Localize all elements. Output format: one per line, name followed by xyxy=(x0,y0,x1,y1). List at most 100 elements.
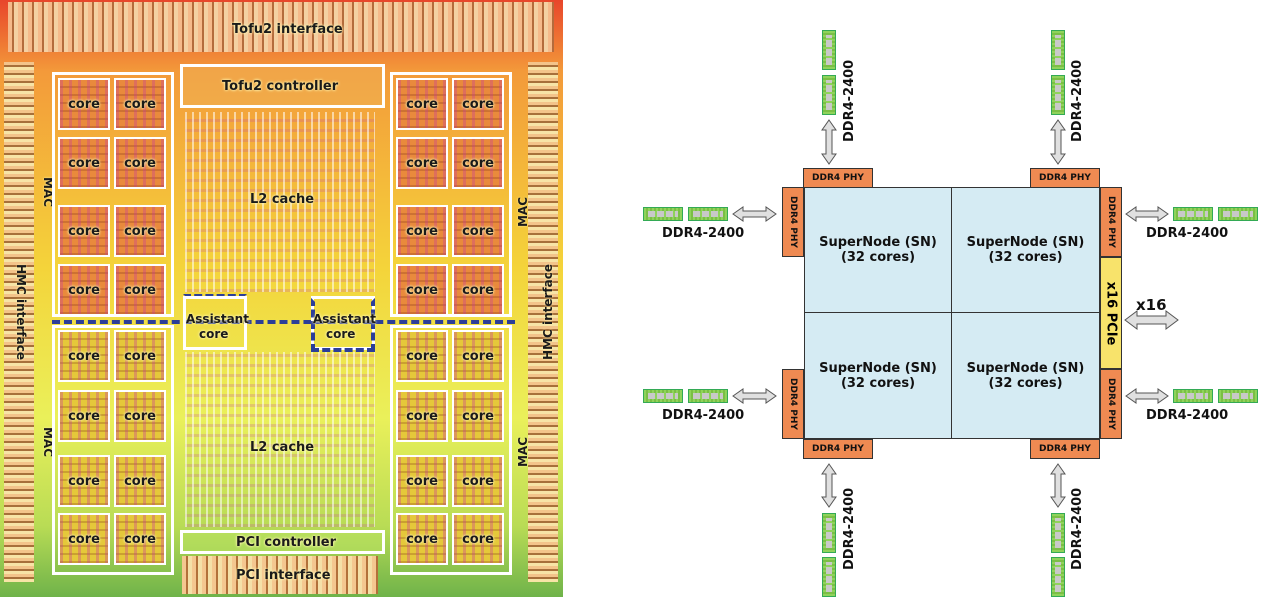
ddr-label-left-upper: DDR4-2400 xyxy=(662,226,745,241)
assistant-core-right-label-2: core xyxy=(326,327,356,341)
pci-interface-label: PCI interface xyxy=(236,568,331,583)
dimm-top-right-2 xyxy=(1051,75,1065,115)
phy-label: DDR4 PHY xyxy=(1106,196,1117,248)
core-label: core xyxy=(406,97,438,112)
assistant-core-right-outline xyxy=(311,298,375,352)
core-tile: core xyxy=(396,78,448,130)
tofu-interface-label: Tofu2 interface xyxy=(232,22,343,37)
core-label: core xyxy=(406,532,438,547)
core-label: core xyxy=(406,474,438,489)
core-label: core xyxy=(68,532,100,547)
core-label: core xyxy=(68,156,100,171)
core-label: core xyxy=(462,283,494,298)
phy-label: DDR4 PHY xyxy=(1106,378,1117,430)
core-tile: core xyxy=(58,513,110,565)
pcie-block: x16 PCIe xyxy=(1100,257,1122,369)
arrow-left-upper xyxy=(732,206,777,222)
ddr-label-bottom-right: DDR4-2400 xyxy=(1070,487,1085,570)
assistant-core-left-label-1: Assistant xyxy=(186,312,249,326)
assistant-core-left-block xyxy=(183,296,247,350)
core-tile: core xyxy=(114,137,166,189)
core-tile: core xyxy=(58,264,110,316)
supernode-name: SuperNode (SN) xyxy=(966,360,1085,376)
core-tile: core xyxy=(58,330,110,382)
core-tile: core xyxy=(396,137,448,189)
dimm-right-upper-2 xyxy=(1218,207,1258,221)
core-label: core xyxy=(462,224,494,239)
supernode-cores: (32 cores) xyxy=(840,250,916,265)
dimm-top-right-1 xyxy=(1051,30,1065,70)
dimm-bottom-right-2 xyxy=(1051,557,1065,597)
core-tile: core xyxy=(452,330,504,382)
phy-label: DDR4 PHY xyxy=(1039,173,1091,183)
core-label: core xyxy=(124,349,156,364)
dimm-top-left-1 xyxy=(822,30,836,70)
tofu-controller-label: Tofu2 controller xyxy=(222,79,339,94)
core-tile: core xyxy=(452,205,504,257)
ddr-label-bottom-left: DDR4-2400 xyxy=(842,487,857,570)
pci-controller-label: PCI controller xyxy=(236,535,337,550)
dimm-bottom-left-1 xyxy=(822,513,836,553)
dimm-left-upper-2 xyxy=(688,207,728,221)
core-tile: core xyxy=(396,455,448,507)
core-label: core xyxy=(68,474,100,489)
core-label: core xyxy=(462,409,494,424)
core-tile: core xyxy=(452,455,504,507)
core-tile: core xyxy=(452,137,504,189)
core-cluster-left-upper xyxy=(52,72,174,317)
core-label: core xyxy=(462,349,494,364)
core-tile: core xyxy=(114,390,166,442)
die-photo: Tofu2 interface HMC interface HMC interf… xyxy=(0,0,563,597)
arrow-bottom-right xyxy=(1050,463,1066,508)
core-tile: core xyxy=(452,513,504,565)
supernode-name: SuperNode (SN) xyxy=(819,360,937,376)
core-label: core xyxy=(406,349,438,364)
core-tile: core xyxy=(58,455,110,507)
hmc-interface-label-left: HMC interface xyxy=(14,264,28,360)
phy-label: DDR4 PHY xyxy=(788,196,799,248)
dimm-left-lower-2 xyxy=(688,389,728,403)
ddr4-phy-bottom-right: DDR4 PHY xyxy=(1030,439,1100,459)
core-tile: core xyxy=(452,390,504,442)
ddr4-phy-bottom-left: DDR4 PHY xyxy=(803,439,873,459)
hmc-interface-strip-right xyxy=(528,62,558,582)
dimm-right-lower-2 xyxy=(1218,389,1258,403)
core-label: core xyxy=(406,283,438,298)
pcie-width-label: x16 xyxy=(1136,296,1167,314)
assistant-core-right-label-1: Assistant xyxy=(313,312,376,326)
ddr-label-left-lower: DDR4-2400 xyxy=(662,408,745,423)
core-label: core xyxy=(462,156,494,171)
tofu-controller-block xyxy=(180,64,385,108)
dimm-left-upper-1 xyxy=(643,207,683,221)
arrow-top-left xyxy=(821,119,837,165)
l2-cache-lower-block xyxy=(185,352,375,527)
pci-controller-block xyxy=(180,530,385,554)
dimm-bottom-left-2 xyxy=(822,557,836,597)
dimm-bottom-right-1 xyxy=(1051,513,1065,553)
supernode-top-left: SuperNode (SN) (32 cores) xyxy=(804,187,952,313)
supernode-name: SuperNode (SN) xyxy=(966,235,1085,250)
ddr-label-right-lower: DDR4-2400 xyxy=(1146,408,1229,423)
arrow-bottom-left xyxy=(821,463,837,508)
tofu-interface-strip xyxy=(8,2,554,52)
arrow-right-upper xyxy=(1125,206,1169,222)
phy-label: DDR4 PHY xyxy=(788,378,799,430)
core-label: core xyxy=(462,97,494,112)
pci-interface-strip xyxy=(182,556,378,594)
core-tile: core xyxy=(58,137,110,189)
supernode-cores: (32 cores) xyxy=(988,250,1063,265)
l2-cache-lower-label: L2 cache xyxy=(250,440,315,455)
core-cluster-right-lower xyxy=(390,325,512,575)
core-tile: core xyxy=(114,205,166,257)
dimm-left-lower-1 xyxy=(643,389,683,403)
arrow-top-right xyxy=(1050,119,1066,165)
core-cluster-right-upper xyxy=(390,72,512,317)
core-tile: core xyxy=(114,455,166,507)
phy-label: DDR4 PHY xyxy=(812,444,864,454)
core-tile: core xyxy=(114,78,166,130)
phy-label: DDR4 PHY xyxy=(1039,444,1091,454)
core-tile: core xyxy=(396,205,448,257)
core-cluster-left-lower xyxy=(52,325,174,575)
core-label: core xyxy=(462,532,494,547)
core-tile: core xyxy=(452,78,504,130)
